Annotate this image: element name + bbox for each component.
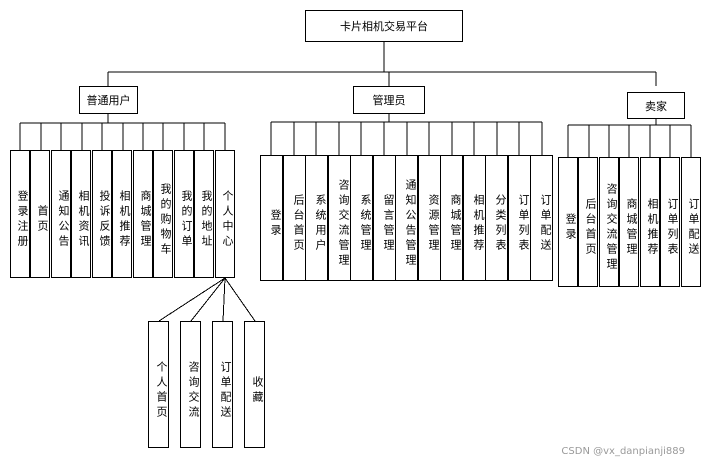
module-user-10: 我的地址 <box>194 150 214 278</box>
module-seller-7: 订单配送 <box>681 157 701 287</box>
subitem-personal-4: 收藏 <box>244 321 265 448</box>
subitem-personal-2: 咨询交流 <box>180 321 201 448</box>
module-admin-4: 咨询交流管理 <box>328 155 351 281</box>
module-admin-8: 资源管理 <box>418 155 441 281</box>
module-user-2: 首页 <box>30 150 50 278</box>
module-seller-2: 后台首页 <box>578 157 598 287</box>
root-node: 卡片相机交易平台 <box>305 10 463 42</box>
group-node-admin: 管理员 <box>353 86 425 114</box>
module-seller-6: 订单列表 <box>660 157 680 287</box>
subitem-personal-1: 个人首页 <box>148 321 169 448</box>
module-user-4: 相机资讯 <box>71 150 91 278</box>
module-admin-13: 订单配送 <box>530 155 553 281</box>
connector-line <box>222 277 226 322</box>
module-admin-10: 相机推荐 <box>463 155 486 281</box>
connector-line <box>224 277 256 322</box>
module-admin-9: 商城管理 <box>440 155 463 281</box>
module-seller-5: 相机推荐 <box>640 157 660 287</box>
module-admin-5: 系统管理 <box>350 155 373 281</box>
module-user-1: 登录注册 <box>10 150 30 278</box>
module-seller-3: 咨询交流管理 <box>599 157 619 287</box>
module-seller-1: 登录 <box>558 157 578 287</box>
group-node-seller: 卖家 <box>627 92 685 119</box>
module-admin-2: 后台首页 <box>283 155 306 281</box>
module-admin-11: 分类列表 <box>485 155 508 281</box>
group-node-user: 普通用户 <box>79 86 138 114</box>
module-user-9: 我的订单 <box>174 150 194 278</box>
module-user-6: 相机推荐 <box>112 150 132 278</box>
subitem-personal-3: 订单配送 <box>212 321 233 448</box>
module-user-8: 我的购物车 <box>153 150 173 278</box>
module-admin-6: 留言管理 <box>373 155 396 281</box>
module-user-3: 通知公告 <box>51 150 71 278</box>
module-admin-7: 通知公告管理 <box>395 155 418 281</box>
module-admin-1: 登录 <box>260 155 283 281</box>
module-user-5: 投诉反馈 <box>92 150 112 278</box>
watermark: CSDN @vx_danpianji889 <box>561 446 685 457</box>
module-user-7: 商城管理 <box>133 150 153 278</box>
module-admin-3: 系统用户 <box>305 155 328 281</box>
connector-line <box>190 277 226 322</box>
connector-line <box>158 277 226 322</box>
module-admin-12: 订单列表 <box>508 155 531 281</box>
module-seller-4: 商城管理 <box>619 157 639 287</box>
module-user-11: 个人中心 <box>215 150 235 278</box>
